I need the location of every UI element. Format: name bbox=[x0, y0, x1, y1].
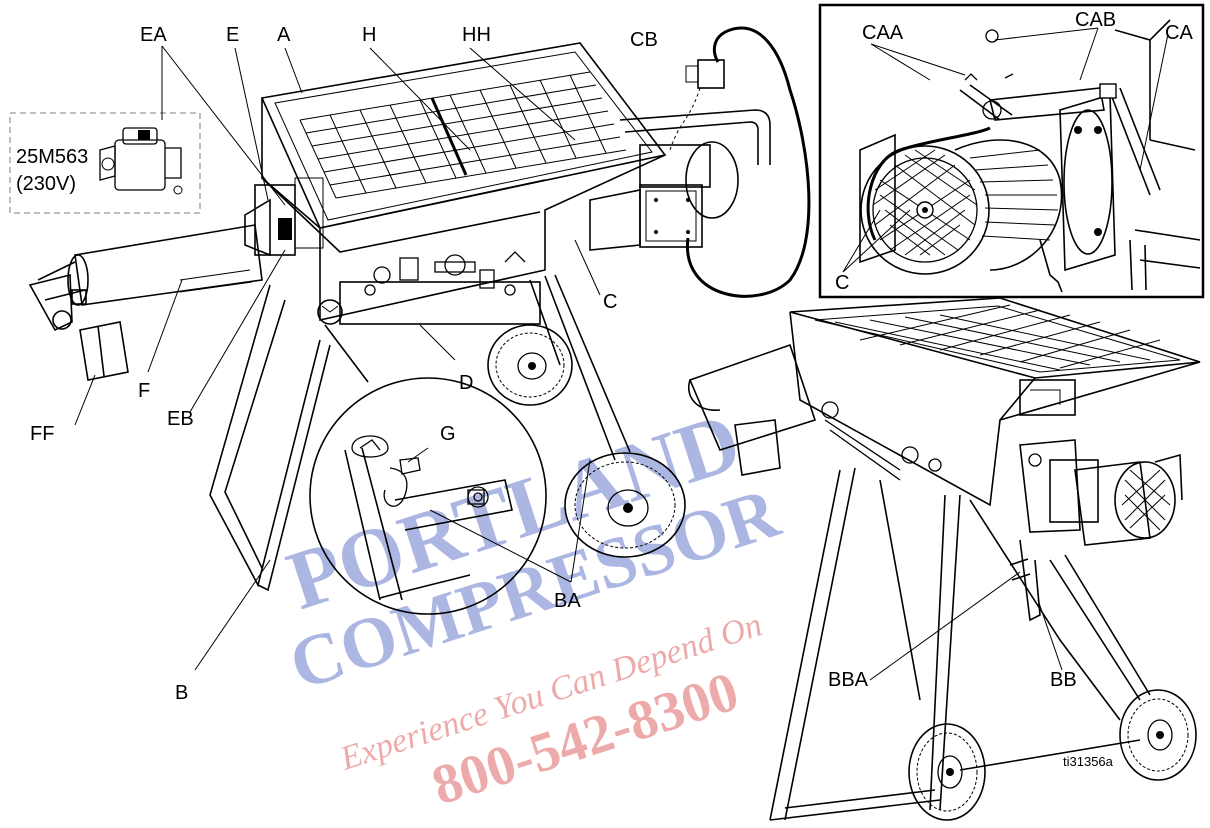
alt-switch-box: 25M563 (230V) bbox=[9, 112, 201, 214]
callout-c-main: C bbox=[603, 291, 617, 313]
callout-bba: BBA bbox=[828, 669, 869, 691]
callout-d: D bbox=[459, 372, 473, 394]
alt-part-number: 25M563 bbox=[16, 146, 88, 168]
callout-bb: BB bbox=[1050, 669, 1077, 691]
plug-icon bbox=[685, 59, 725, 89]
callout-cab: CAB bbox=[1075, 9, 1116, 31]
callout-labels: EA E A H HH CB CAA CAB CA C C F FF EB D … bbox=[30, 9, 1193, 769]
main-machine bbox=[28, 26, 811, 592]
hopper-grid bbox=[299, 71, 627, 199]
callout-cb: CB bbox=[630, 29, 658, 51]
callout-hh: HH bbox=[462, 24, 491, 46]
switch-icon bbox=[99, 127, 183, 195]
inset-frame bbox=[818, 3, 1205, 299]
callout-a: A bbox=[277, 24, 291, 46]
machine-side-view bbox=[688, 297, 1201, 821]
callout-ba: BA bbox=[554, 590, 581, 612]
callout-eb: EB bbox=[167, 408, 194, 430]
callout-c-inset: C bbox=[835, 272, 849, 294]
dashed-frame bbox=[9, 112, 201, 214]
watermark: PORTLAND COMPRESSOR Experience You Can D… bbox=[277, 395, 789, 817]
wheel-bottom bbox=[564, 452, 686, 558]
callout-e: E bbox=[226, 24, 239, 46]
pump-cylinder bbox=[28, 224, 263, 332]
inset-panel bbox=[818, 3, 1205, 299]
callout-ea: EA bbox=[140, 24, 167, 46]
right-wheel-back bbox=[1119, 689, 1197, 781]
alt-part-voltage: (230V) bbox=[16, 173, 76, 195]
detail-circle bbox=[309, 324, 547, 615]
wheel-top bbox=[487, 324, 573, 406]
callout-g: G bbox=[440, 423, 456, 445]
callout-h: H bbox=[362, 24, 376, 46]
callout-f: F bbox=[138, 380, 150, 402]
figure-id: ti31356a bbox=[1063, 754, 1114, 769]
leader-lines bbox=[74, 27, 1169, 681]
right-wheel-front bbox=[908, 723, 986, 821]
callout-b: B bbox=[175, 682, 188, 704]
inset-motor bbox=[859, 126, 1063, 275]
callout-ff: FF bbox=[30, 423, 54, 445]
callout-ca: CA bbox=[1165, 22, 1193, 44]
callout-caa: CAA bbox=[862, 22, 904, 44]
